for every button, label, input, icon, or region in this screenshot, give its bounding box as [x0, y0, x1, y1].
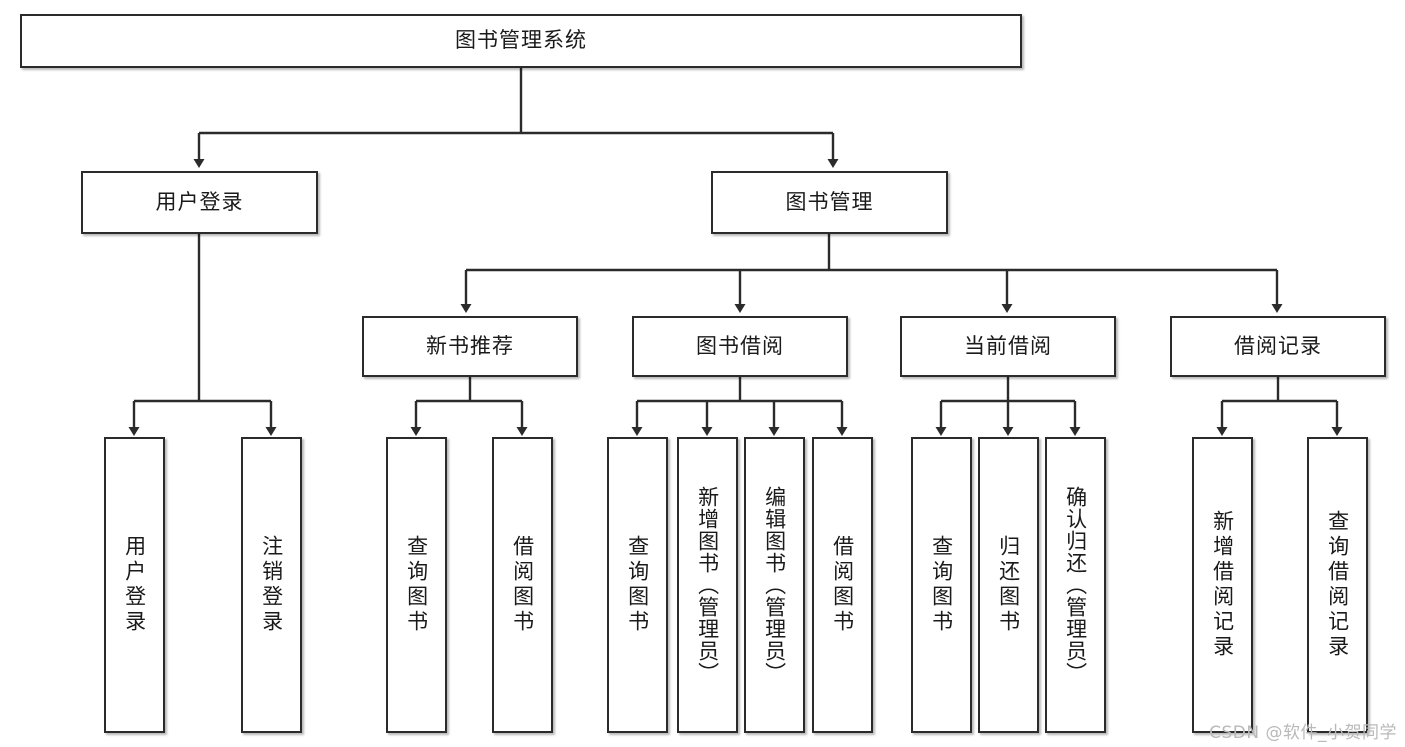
node-label: 查询图书	[404, 535, 429, 635]
node-current-borrow[interactable]: 当前借阅	[900, 316, 1116, 377]
leaf-query-book-current[interactable]: 查询图书	[911, 437, 972, 733]
node-label: 用户登录	[122, 535, 147, 635]
leaf-query-book-recommend[interactable]: 查询图书	[386, 437, 447, 733]
node-book-borrow[interactable]: 图书借阅	[632, 316, 848, 377]
leaf-confirm-return[interactable]: 确认归还（管理员）	[1045, 437, 1106, 733]
node-label: 注销登录	[259, 535, 284, 635]
node-label: 新增图书（管理员）	[695, 486, 720, 684]
node-label: 图书管理	[785, 189, 874, 214]
leaf-borrow-book-recommend[interactable]: 借阅图书	[492, 437, 553, 733]
node-label: 编辑图书（管理员）	[762, 486, 787, 684]
node-label: 确认归还（管理员）	[1063, 486, 1088, 684]
node-new-book-recommend[interactable]: 新书推荐	[362, 316, 578, 377]
node-label: 图书借阅	[696, 333, 784, 358]
node-label: 新增借阅记录	[1210, 510, 1235, 660]
node-root-system[interactable]: 图书管理系统	[20, 14, 1022, 68]
node-label: 用户登录	[155, 189, 244, 214]
node-label: 图书管理系统	[455, 28, 587, 53]
node-user-login[interactable]: 用户登录	[81, 171, 318, 234]
leaf-add-borrow-record[interactable]: 新增借阅记录	[1192, 437, 1253, 733]
node-label: 归还图书	[996, 535, 1021, 635]
node-label: 查询借阅记录	[1325, 510, 1350, 660]
node-label: 查询图书	[929, 535, 954, 635]
leaf-user-login[interactable]: 用户登录	[104, 437, 165, 733]
leaf-logout-login[interactable]: 注销登录	[241, 437, 302, 733]
watermark-credit: CSDN @软件_小贺同学	[1209, 723, 1397, 743]
leaf-query-book-borrow[interactable]: 查询图书	[607, 437, 668, 733]
node-label: 借阅图书	[510, 535, 535, 635]
leaf-edit-book[interactable]: 编辑图书（管理员）	[744, 437, 805, 733]
node-label: 当前借阅	[964, 333, 1052, 358]
node-book-manage[interactable]: 图书管理	[711, 171, 948, 234]
leaf-query-borrow-record[interactable]: 查询借阅记录	[1307, 437, 1368, 733]
node-label: 查询图书	[625, 535, 650, 635]
node-label: 借阅记录	[1234, 333, 1322, 358]
node-label: 借阅图书	[830, 535, 855, 635]
leaf-return-book[interactable]: 归还图书	[978, 437, 1039, 733]
node-label: 新书推荐	[426, 333, 514, 358]
node-borrow-record[interactable]: 借阅记录	[1170, 316, 1386, 377]
leaf-borrow-book[interactable]: 借阅图书	[812, 437, 873, 733]
leaf-add-book[interactable]: 新增图书（管理员）	[677, 437, 738, 733]
